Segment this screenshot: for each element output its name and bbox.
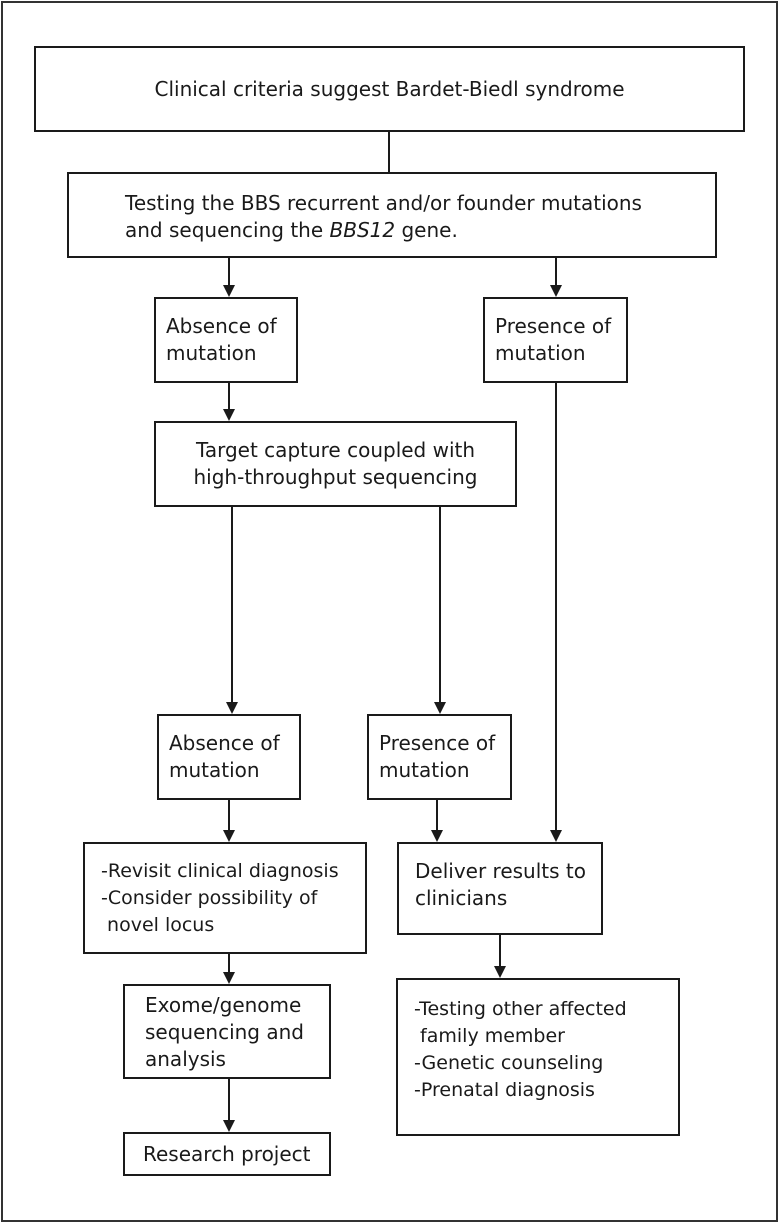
node-text: mutation [495,341,586,365]
node-text: mutation [166,341,257,365]
arrowhead [434,702,446,714]
edge-exome-to-research [223,1079,235,1132]
edge-revisit-to-exome [223,954,235,984]
arrowhead [431,830,443,842]
arrowhead [550,285,562,297]
edge-target_capture-to-presence_2 [434,507,446,714]
edge-presence_1-to-deliver [550,383,562,842]
edge-testing-to-presence_1 [550,258,562,297]
node-text: and sequencing the BBS12 gene. [125,217,715,244]
node-text: Research project [143,1142,311,1166]
node-text: mutation [169,758,260,782]
node-text: Presence of [379,731,496,755]
node-text: Absence of [166,314,277,338]
node-exome: Exome/genome sequencing and analysis [123,984,331,1079]
edge-testing-to-absence_1 [223,258,235,297]
node-text-part: and sequencing the [125,218,330,242]
node-text: Testing the BBS recurrent and/or founder… [125,191,642,215]
node-text: -Consider possibility of [101,887,318,909]
arrowhead [223,1120,235,1132]
edge-absence_1-to-target_capture [223,383,235,421]
node-target-capture: Target capture coupled with high-through… [154,421,517,507]
node-text: -Revisit clinical diagnosis [101,860,339,882]
node-text: Exome/genome [145,993,302,1017]
node-absence-1: Absence of mutation [154,297,298,383]
edge-deliver-to-followup [494,935,506,978]
arrowhead [223,409,235,421]
node-deliver: Deliver results to clinicians [397,842,603,935]
node-text: analysis [145,1047,226,1071]
node-presence-1: Presence of mutation [483,297,628,383]
node-text: -Prenatal diagnosis [414,1079,595,1101]
arrowhead [226,702,238,714]
arrowhead [223,830,235,842]
node-followup: -Testing other affected family member -G… [396,978,680,1136]
node-text: sequencing and [145,1020,304,1044]
edge-absence_2-to-revisit [223,800,235,842]
arrowhead [550,830,562,842]
node-text-part: gene. [395,218,458,242]
node-text: Presence of [495,314,612,338]
node-presence-2: Presence of mutation [367,714,512,800]
node-text: -Testing other affected [414,998,627,1020]
node-text: mutation [379,758,470,782]
node-text: novel locus [101,914,215,936]
node-research: Research project [123,1132,331,1176]
arrowhead [223,285,235,297]
node-text: clinicians [415,886,508,910]
edge-target_capture-to-absence_2 [226,507,238,714]
node-text: Absence of [169,731,280,755]
arrowhead [223,972,235,984]
node-text: Target capture coupled with [195,438,476,462]
gene-name: BBS12 [329,218,396,242]
arrowhead [494,966,506,978]
node-testing: Testing the BBS recurrent and/or founder… [67,172,717,258]
node-text: high-throughput sequencing [193,465,478,489]
edge-presence_2-to-deliver [431,800,443,842]
node-absence-2: Absence of mutation [157,714,301,800]
node-text: Deliver results to [415,859,586,883]
node-text: -Genetic counseling [414,1052,604,1074]
node-revisit: -Revisit clinical diagnosis -Consider po… [83,842,367,954]
node-clinical-criteria: Clinical criteria suggest Bardet-Biedl s… [34,46,745,132]
node-text: family member [414,1025,565,1047]
node-text: Clinical criteria suggest Bardet-Biedl s… [154,76,625,101]
